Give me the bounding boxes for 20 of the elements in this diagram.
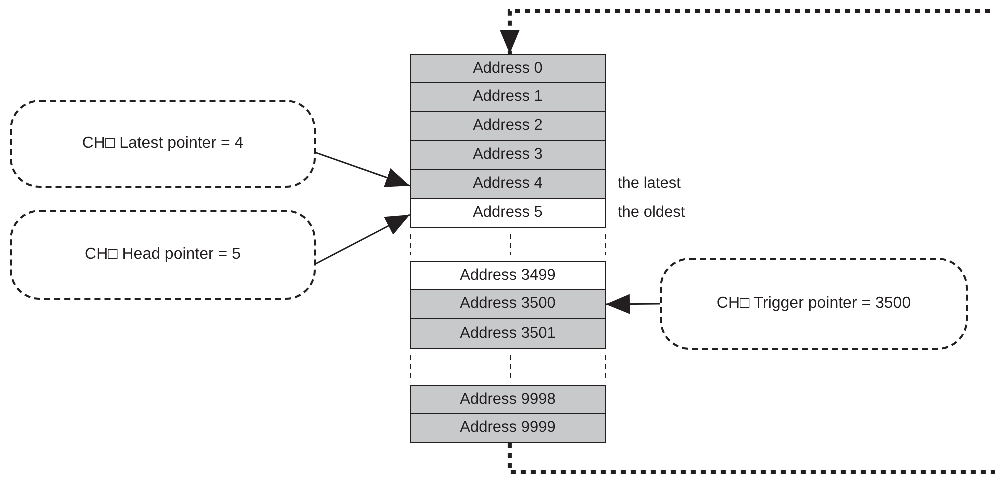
pointer-callout: CH□ Head pointer = 5 <box>10 210 316 300</box>
arrow <box>316 214 410 265</box>
memory-cell: Address 4 <box>410 170 606 199</box>
pointer-callout: CH□ Latest pointer = 4 <box>10 100 316 188</box>
cell-note: the latest <box>618 175 681 193</box>
memory-cell: Address 1 <box>410 83 606 112</box>
memory-cell: Address 3500 <box>410 290 606 319</box>
memory-cell: Address 0 <box>410 54 606 83</box>
pointer-callout: CH□ Trigger pointer = 3500 <box>660 258 968 350</box>
memory-cell: Address 9999 <box>410 414 606 443</box>
memory-cell: Address 3499 <box>410 261 606 290</box>
memory-cell: Address 9998 <box>410 385 606 414</box>
memory-cell: Address 5 <box>410 199 606 228</box>
cell-note: the oldest <box>618 204 686 222</box>
memory-cell: Address 3501 <box>410 319 606 349</box>
memory-cell: Address 3 <box>410 141 606 170</box>
arrow <box>606 294 660 314</box>
memory-cell: Address 2 <box>410 112 606 141</box>
arrow <box>500 9 995 474</box>
arrow <box>316 152 410 188</box>
